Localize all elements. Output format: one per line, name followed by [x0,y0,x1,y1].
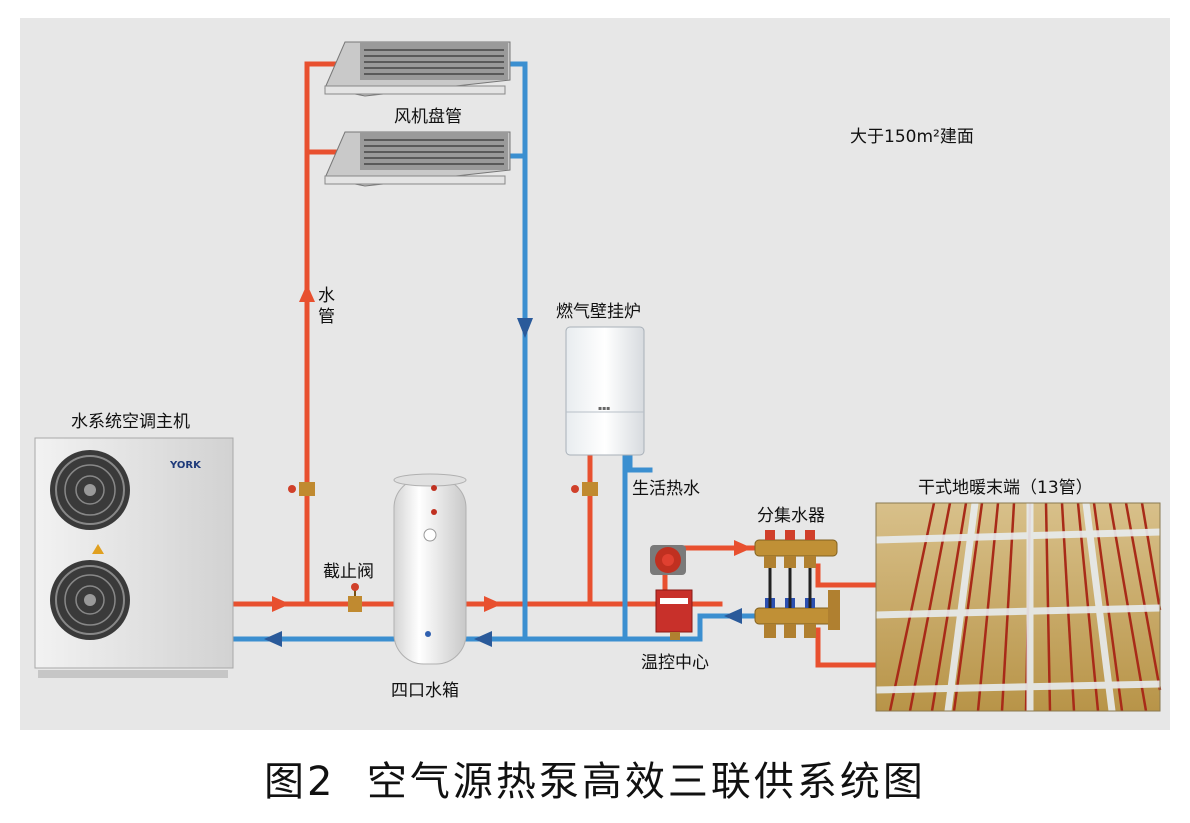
label-water-pipe-2: 管 [318,307,335,327]
thermostat-center [650,545,693,640]
cold-pipes [233,61,763,642]
arrow-supply-2 [484,596,502,612]
valve-riser [288,482,315,496]
shutoff-valve [348,583,362,612]
outdoor-unit: YORK [34,437,234,678]
floor-heating-image [875,502,1162,712]
label-water-pipe-1: 水 [318,286,335,306]
water-tank [393,473,467,665]
fan-icon [50,450,130,530]
warning-icon [92,544,104,554]
label-main-unit: 水系统空调主机 [71,412,190,432]
label-manifold: 分集水器 [757,506,825,526]
arrow-return-1 [264,631,282,647]
figure-caption: 图2 空气源热泵高效三联供系统图 [264,759,926,805]
fan-icon [50,560,130,640]
label-thermostat-center: 温控中心 [641,653,709,673]
label-water-tank: 四口水箱 [391,681,459,701]
valve-boiler [571,482,598,496]
arrow-manifold-supply [734,540,752,556]
fan-coil-unit-2 [324,131,511,187]
svg-text:▪▪▪: ▪▪▪ [598,405,610,412]
arrow-down-return [517,318,533,338]
label-domestic-hot-water: 生活热水 [632,479,700,499]
arrow-manifold-return [724,608,742,624]
label-shutoff-valve: 截止阀 [323,562,374,582]
arrow-up-riser [299,284,315,302]
label-gas-boiler: 燃气壁挂炉 [556,302,641,322]
arrow-return-2 [474,631,492,647]
label-floor-heating: 干式地暖末端（13管） [918,478,1093,498]
gas-boiler: ▪▪▪ [565,326,645,456]
fan-coil-unit-1 [324,41,511,97]
flow-arrows [264,284,752,647]
arrow-supply-1 [272,596,290,612]
label-area-note: 大于150m²建面 [850,127,974,147]
manifold [754,530,840,638]
label-fan-coil: 风机盘管 [394,107,462,127]
unit-brand: YORK [169,460,202,471]
